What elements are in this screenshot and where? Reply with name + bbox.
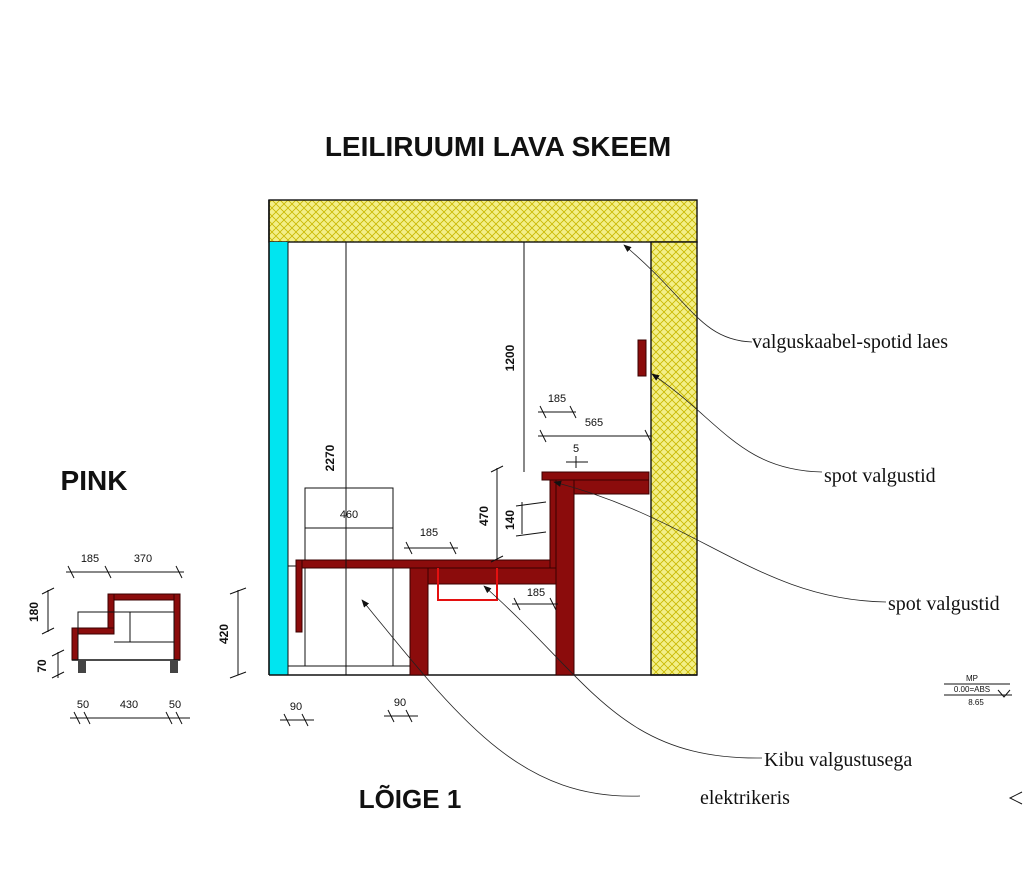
dim-470: 470 xyxy=(477,506,491,526)
dim-90-right: 90 xyxy=(394,697,406,709)
dim-460: 460 xyxy=(340,509,358,521)
bench-leg-rear xyxy=(555,479,575,676)
bench-dim-50-right: 50 xyxy=(169,699,181,711)
bench-detail xyxy=(71,593,181,673)
edge-arrow-fragment xyxy=(1008,791,1023,805)
upper-bench-top xyxy=(541,471,650,481)
left-wall-panel xyxy=(269,242,288,675)
leader-electric-heater xyxy=(361,599,641,797)
heater-body xyxy=(287,565,411,667)
lower-bench-beam xyxy=(427,567,559,585)
callout-spot-lights-2: spot valgustid xyxy=(888,593,1000,615)
leader-ceiling-cable xyxy=(623,244,753,343)
section-title: LÕIGE 1 xyxy=(359,784,462,814)
leader-spot-lights-1 xyxy=(651,373,823,473)
dim-185-low: 185 xyxy=(527,587,545,599)
dim-420: 420 xyxy=(217,624,231,644)
dim-565: 565 xyxy=(585,417,603,429)
lower-bench-top xyxy=(295,559,559,569)
level-marker: MP 0.00=ABS 8.65 xyxy=(944,674,1012,707)
level-datum: 0.00=ABS xyxy=(954,685,990,694)
bench-dim-430: 430 xyxy=(120,699,138,711)
callout-spot-lights-1: spot valgustid xyxy=(824,465,936,487)
bench-dim-50-left: 50 xyxy=(77,699,89,711)
level-elevation: 8.65 xyxy=(968,698,984,707)
leader-step-lighting xyxy=(483,585,763,759)
ceiling-insulation xyxy=(268,199,698,243)
dim-185-top: 185 xyxy=(548,393,566,405)
callout-step-lighting: Kibu valgustusega xyxy=(764,749,912,771)
step-lighting-wiring xyxy=(437,568,498,601)
callout-ceiling-cable: valguskaabel-spotid laes xyxy=(752,331,948,353)
bench-leg-front xyxy=(409,567,429,676)
dim-2270: 2270 xyxy=(323,444,337,471)
wall-spot-light xyxy=(637,339,647,377)
bench-title: PINK xyxy=(61,465,128,496)
lower-bench-edge xyxy=(295,559,303,633)
bench-dim-180: 180 xyxy=(27,602,41,622)
dim-90-left: 90 xyxy=(290,701,302,713)
main-title: LEILIRUUMI LAVA SKEEM xyxy=(325,131,671,162)
callout-electric-heater: elektrikeris xyxy=(700,787,790,809)
bench-dim-185: 185 xyxy=(81,553,99,565)
step-riser xyxy=(549,479,557,569)
dim-5: 5 xyxy=(573,443,579,455)
bench-dim-370: 370 xyxy=(134,553,152,565)
dim-185-mid: 185 xyxy=(420,527,438,539)
dim-140: 140 xyxy=(503,510,517,530)
leader-spot-lights-2 xyxy=(553,480,887,603)
right-wall-insulation xyxy=(650,241,698,676)
level-code: MP xyxy=(966,674,978,683)
dim-1200: 1200 xyxy=(503,344,517,371)
bench-dim-70: 70 xyxy=(35,659,49,673)
upper-bench-beam xyxy=(573,479,650,495)
